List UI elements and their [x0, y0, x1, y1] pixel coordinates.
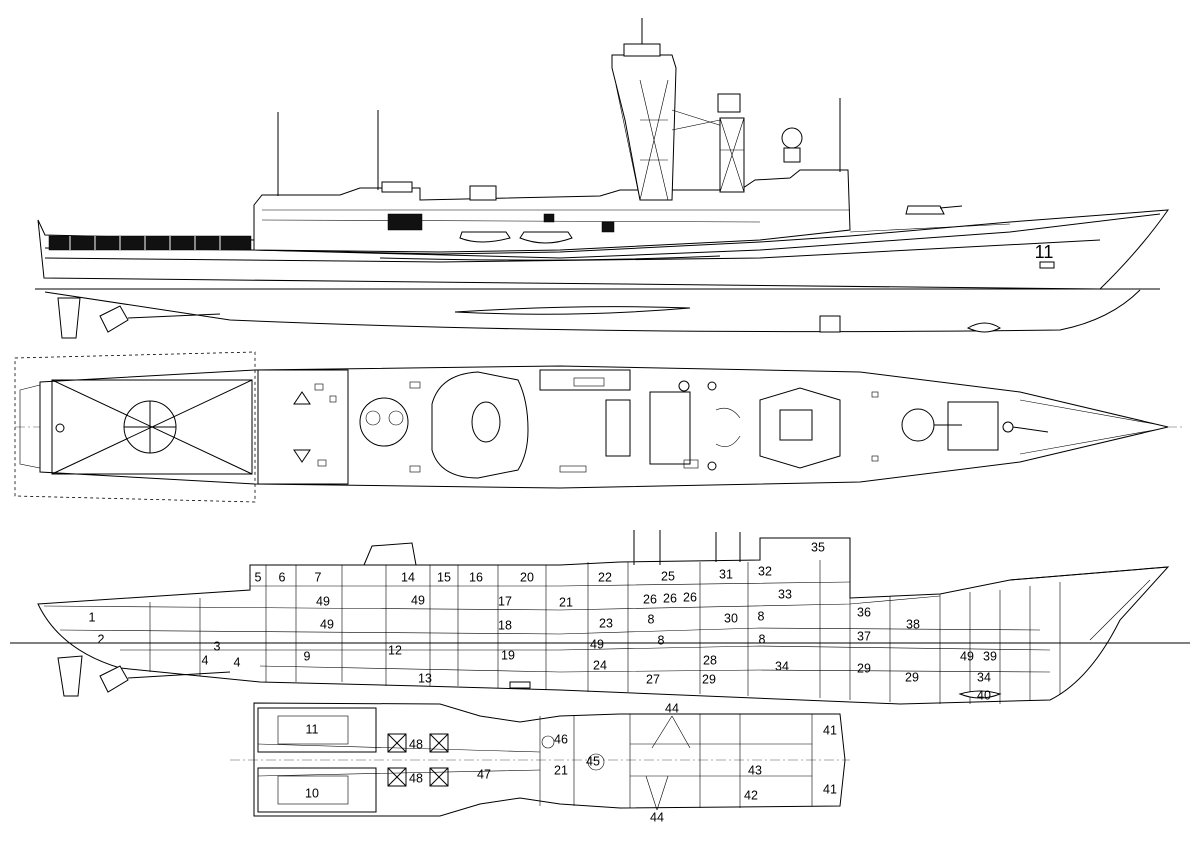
compartment-label: 1 — [89, 610, 96, 624]
compartment-label: 26 — [643, 592, 657, 606]
compartment-label: 49 — [316, 594, 330, 608]
compartment-label: 43 — [748, 763, 762, 777]
compartment-label: 37 — [857, 629, 871, 643]
compartment-label: 32 — [758, 564, 772, 578]
compartment-label: 33 — [778, 587, 792, 601]
compartment-label: 4 — [202, 653, 209, 667]
compartment-label: 42 — [744, 788, 758, 802]
compartment-label: 41 — [823, 723, 837, 737]
compartment-label: 2 — [98, 632, 105, 646]
compartment-label: 25 — [661, 569, 675, 583]
compartment-label: 27 — [646, 672, 660, 686]
compartment-label: 29 — [857, 661, 871, 675]
compartment-label: 6 — [279, 570, 286, 584]
compartment-label: 7 — [315, 570, 322, 584]
compartment-label: 46 — [554, 732, 568, 746]
compartment-label: 34 — [977, 670, 991, 684]
compartment-label: 19 — [501, 648, 515, 662]
compartment-label: 44 — [665, 701, 679, 715]
compartment-label: 20 — [520, 570, 534, 584]
forward-mast — [717, 93, 745, 193]
compartment-label: 12 — [388, 643, 402, 657]
compartment-label: 13 — [418, 671, 432, 685]
compartment-label: 35 — [811, 540, 825, 554]
compartment-label: 49 — [960, 649, 974, 663]
compartment-label: 26 — [683, 590, 697, 604]
compartment-label: 40 — [977, 688, 991, 702]
compartment-label: 8 — [758, 609, 765, 623]
compartment-label: 8 — [658, 633, 665, 647]
compartment-label: 49 — [590, 637, 604, 651]
compartment-label: 45 — [586, 754, 600, 768]
compartment-label: 38 — [906, 617, 920, 631]
compartment-label: 44 — [650, 810, 664, 824]
side-profile-view: 11 — [35, 18, 1170, 339]
compartment-label: 36 — [857, 605, 871, 619]
compartment-label: 4 — [234, 655, 241, 669]
compartment-label: 17 — [498, 594, 512, 608]
compartment-label: 29 — [905, 670, 919, 684]
compartment-label: 10 — [305, 786, 319, 800]
deck-plan-view — [14, 351, 1185, 503]
compartment-label: 15 — [437, 570, 451, 584]
compartment-label: 11 — [306, 722, 319, 736]
compartment-label: 26 — [663, 591, 677, 605]
compartment-label: 49 — [411, 593, 425, 607]
compartment-label: 16 — [469, 570, 483, 584]
compartment-label: 47 — [477, 767, 491, 781]
compartment-label: 29 — [702, 672, 716, 686]
compartment-label: 48 — [409, 771, 423, 785]
compartment-label: 39 — [983, 649, 997, 663]
compartment-label: 30 — [724, 611, 738, 625]
lower-deck-plan-view — [230, 702, 850, 817]
compartment-label: 34 — [775, 659, 789, 673]
compartment-label: 49 — [320, 617, 334, 631]
compartment-label: 24 — [593, 658, 607, 672]
compartment-label: 8 — [648, 612, 655, 626]
compartment-label: 21 — [559, 595, 573, 609]
compartment-label: 5 — [255, 570, 262, 584]
compartment-label: 3 — [214, 639, 221, 653]
compartment-label: 21 — [554, 763, 568, 777]
compartment-label: 8 — [759, 632, 766, 646]
compartment-label: 18 — [498, 618, 512, 632]
compartment-label: 31 — [719, 567, 733, 581]
compartment-label: 14 — [401, 570, 415, 584]
compartment-label: 28 — [703, 653, 717, 667]
inboard-profile-view — [10, 530, 1190, 705]
compartment-label: 22 — [598, 570, 612, 584]
main-mast — [611, 43, 736, 201]
compartment-label: 41 — [823, 782, 837, 796]
hull-number: 11 — [1035, 242, 1054, 262]
compartment-label: 9 — [304, 649, 311, 663]
compartment-label: 48 — [409, 737, 423, 751]
compartment-label: 23 — [599, 616, 613, 630]
